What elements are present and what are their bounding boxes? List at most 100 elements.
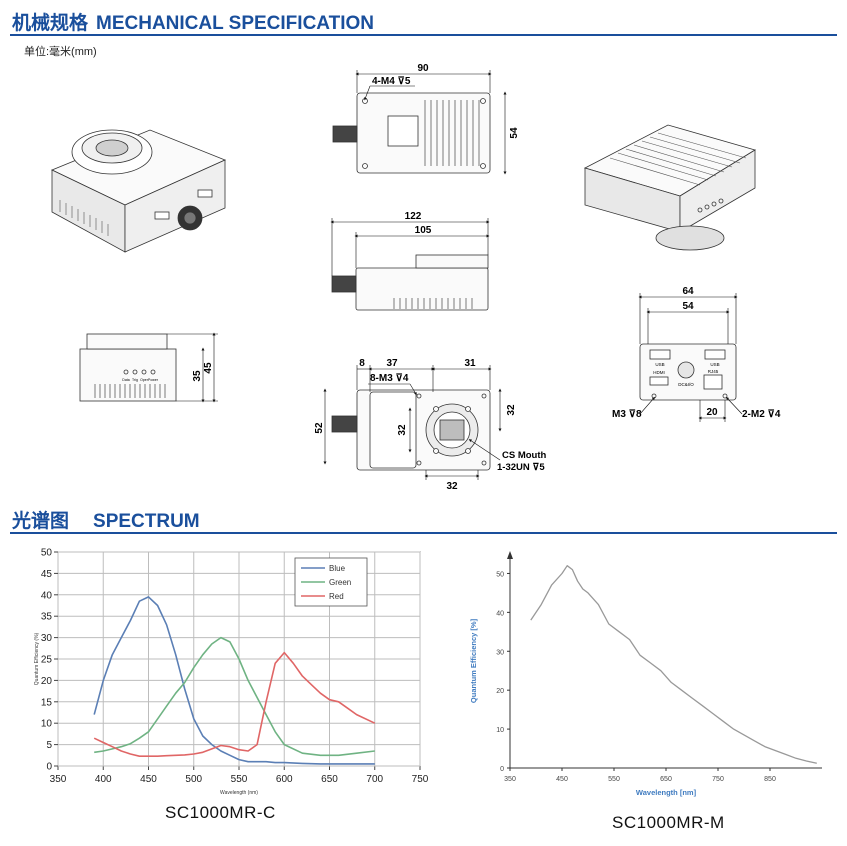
y-axis-label: Quantum Efficiency (%) — [34, 632, 40, 685]
mechanical-title-cn: 机械规格 — [12, 13, 89, 34]
dim-rear-20: 20 — [706, 407, 718, 418]
dim-front-bottom-w: 32 — [446, 481, 458, 492]
x-tick-label: 650 — [660, 776, 672, 783]
x-tick-label: 700 — [366, 774, 383, 785]
cs-mouth-label: CS Mouth — [502, 450, 547, 461]
x-tick-label: 850 — [764, 776, 776, 783]
legend-label-blue: Blue — [329, 564, 346, 573]
front-view — [331, 389, 491, 471]
y-tick-label: 0 — [500, 766, 504, 773]
y-tick-label: 30 — [496, 649, 504, 656]
series-line-mono — [530, 565, 817, 764]
rear-dcio: DC&I/O — [678, 382, 694, 387]
y-tick-label: 15 — [41, 697, 53, 708]
dim-front-inner-h: 32 — [397, 424, 408, 436]
y-tick-label: 30 — [41, 633, 53, 644]
rear-view — [639, 343, 737, 401]
dim-rear-w1: 64 — [682, 286, 694, 297]
dim-front-b: 37 — [386, 358, 398, 369]
x-tick-label: 550 — [608, 776, 620, 783]
unit-label: 单位:毫米(mm) — [24, 46, 97, 58]
y-tick-label: 10 — [41, 719, 53, 730]
end-view-dimensions — [167, 332, 218, 403]
legend-label-green: Green — [329, 578, 351, 587]
rear-hdmi: HDMI — [653, 370, 665, 375]
x-tick-label: 450 — [140, 774, 157, 785]
dim-side-body: 105 — [415, 225, 432, 236]
x-tick-label: 650 — [321, 774, 338, 785]
spectrum-rule — [10, 532, 837, 534]
side-view-dimensions — [330, 218, 490, 276]
chart-label-color: SC1000MR-C — [165, 803, 276, 822]
mechanical-drawings: 90 4-M4 ⊽5 54 122 105 — [51, 63, 781, 492]
y-tick-label: 40 — [41, 590, 53, 601]
end-view — [79, 333, 177, 402]
spectrum-section-header: 光谱图 SPECTRUM — [10, 506, 837, 534]
dim-rear-m2: 2-M2 ⊽4 — [742, 409, 781, 420]
mechanical-rule — [10, 34, 837, 36]
mechanical-title: 机械规格 MECHANICAL SPECIFICATION — [12, 8, 374, 35]
dim-front-c: 31 — [464, 358, 476, 369]
dim-end-h1: 35 — [192, 370, 203, 382]
y-tick-label: 20 — [41, 676, 53, 687]
x-axis-label: Wavelength [nm] — [636, 788, 697, 797]
top-view-dimensions — [355, 70, 507, 175]
x-tick-label: 750 — [412, 774, 429, 785]
dim-front-holes: 8-M3 ⊽4 — [370, 373, 409, 384]
spectrum-title-cn: 光谱图 — [12, 511, 70, 532]
legend-label-red: Red — [329, 592, 344, 601]
y-tick-label: 0 — [46, 762, 52, 773]
dim-front-left-h: 52 — [314, 422, 325, 434]
dim-end-h2: 45 — [203, 362, 214, 374]
y-tick-label: 5 — [46, 740, 52, 751]
mechanical-section-header: 机械规格 MECHANICAL SPECIFICATION — [10, 8, 837, 36]
dim-top-holes: 4-M4 ⊽5 — [372, 76, 411, 87]
y-tick-label: 25 — [41, 655, 53, 666]
y-tick-label: 50 — [496, 571, 504, 578]
mechanical-title-en: MECHANICAL SPECIFICATION — [96, 13, 374, 34]
dim-top-height: 54 — [509, 127, 520, 139]
x-tick-label: 450 — [556, 776, 568, 783]
series-line-red — [93, 651, 376, 757]
dim-rear-m3: M3 ⊽8 — [612, 409, 642, 420]
x-tick-label: 500 — [185, 774, 202, 785]
x-tick-label: 550 — [231, 774, 248, 785]
rear-usb-right: USB — [710, 362, 719, 367]
y-axis-label: Quantum Efficiency [%] — [469, 618, 478, 703]
dim-front-a: 8 — [359, 358, 365, 369]
front-view-dimensions — [323, 365, 502, 480]
series-line-green — [94, 636, 375, 757]
x-tick-label: 350 — [504, 776, 516, 783]
chart-label-mono: SC1000MR-M — [612, 813, 725, 832]
y-axis-arrow — [507, 551, 513, 559]
isometric-front-view — [51, 129, 227, 253]
qe-chart-mono: 350 450 550 650 750 850 0 10 20 30 40 50Wavelength … — [469, 551, 822, 797]
cs-thread-label: 1-32UN ⊽5 — [497, 462, 545, 473]
y-tick-label: 45 — [41, 569, 53, 580]
y-tick-label: 20 — [496, 688, 504, 695]
x-tick-label: 600 — [276, 774, 293, 785]
x-tick-label: 350 — [50, 774, 67, 785]
x-axis-label: Wavelength (nm) — [220, 790, 258, 796]
dim-top-width: 90 — [417, 63, 429, 74]
top-view — [332, 92, 491, 174]
rear-usb-left: USB — [655, 362, 664, 367]
spectrum-title: 光谱图 SPECTRUM — [12, 506, 200, 533]
y-tick-label: 10 — [496, 727, 504, 734]
y-tick-label: 50 — [41, 548, 53, 559]
y-tick-label: 35 — [41, 612, 53, 623]
qe-chart-color: 350 400 450 500 550 600 650 700 750 0 5 10 15 20 25 30 3… — [34, 548, 429, 797]
x-tick-label: 750 — [712, 776, 724, 783]
spectrum-title-en: SPECTRUM — [93, 511, 200, 532]
x-tick-label: 400 — [95, 774, 112, 785]
dim-front-right-h: 32 — [506, 404, 517, 416]
dim-side-total: 122 — [405, 211, 422, 222]
dim-rear-w2: 54 — [682, 301, 694, 312]
y-tick-label: 40 — [496, 610, 504, 617]
rear-rj45: RJ45 — [708, 369, 719, 374]
isometric-rear-view — [583, 124, 756, 251]
side-view — [331, 254, 489, 311]
rear-view-dimensions — [638, 293, 743, 422]
series-line-blue — [93, 596, 375, 765]
